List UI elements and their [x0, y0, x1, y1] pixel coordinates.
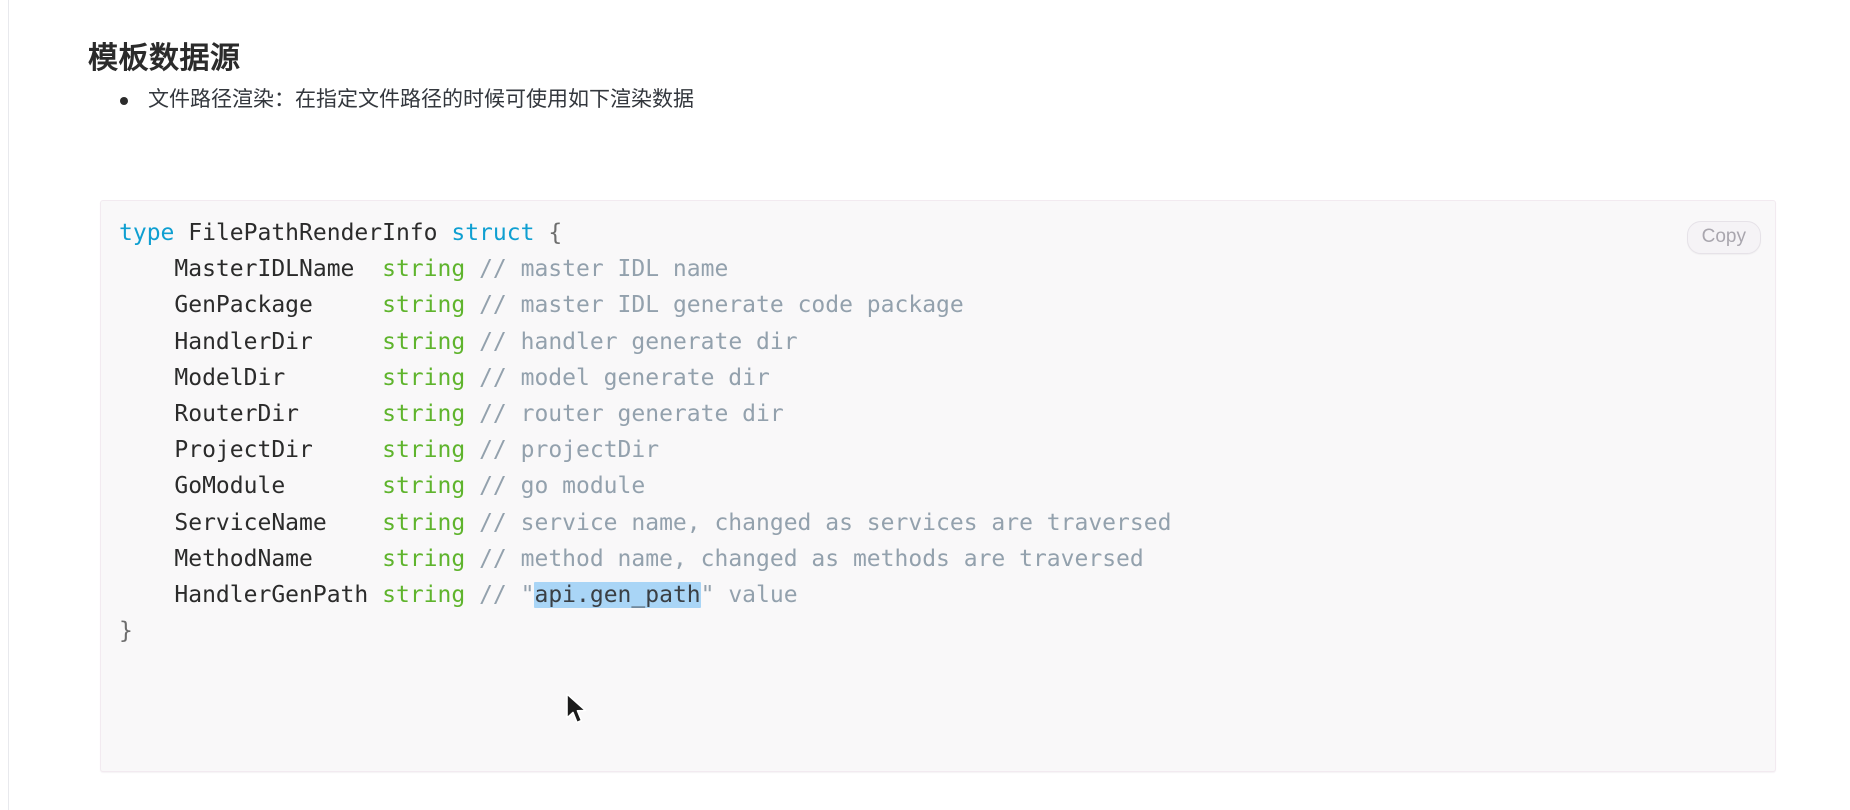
copy-button[interactable]: Copy	[1686, 221, 1761, 254]
code-content[interactable]: type FilePathRenderInfo struct { MasterI…	[119, 220, 1172, 645]
selected-text: api.gen_path	[534, 582, 701, 609]
list-item-label: 文件路径渲染：在指定文件路径的时候可使用如下渲染数据	[148, 88, 694, 111]
content-column-divider	[8, 0, 9, 810]
mouse-cursor-icon	[566, 693, 587, 724]
code-block: Copy type FilePathRenderInfo struct { Ma…	[100, 200, 1776, 772]
bullet-dot-icon	[120, 97, 128, 105]
page-title: 模板数据源	[88, 41, 241, 75]
list-item: 文件路径渲染：在指定文件路径的时候可使用如下渲染数据	[112, 84, 694, 116]
feature-bullet-list: 文件路径渲染：在指定文件路径的时候可使用如下渲染数据	[112, 84, 694, 116]
